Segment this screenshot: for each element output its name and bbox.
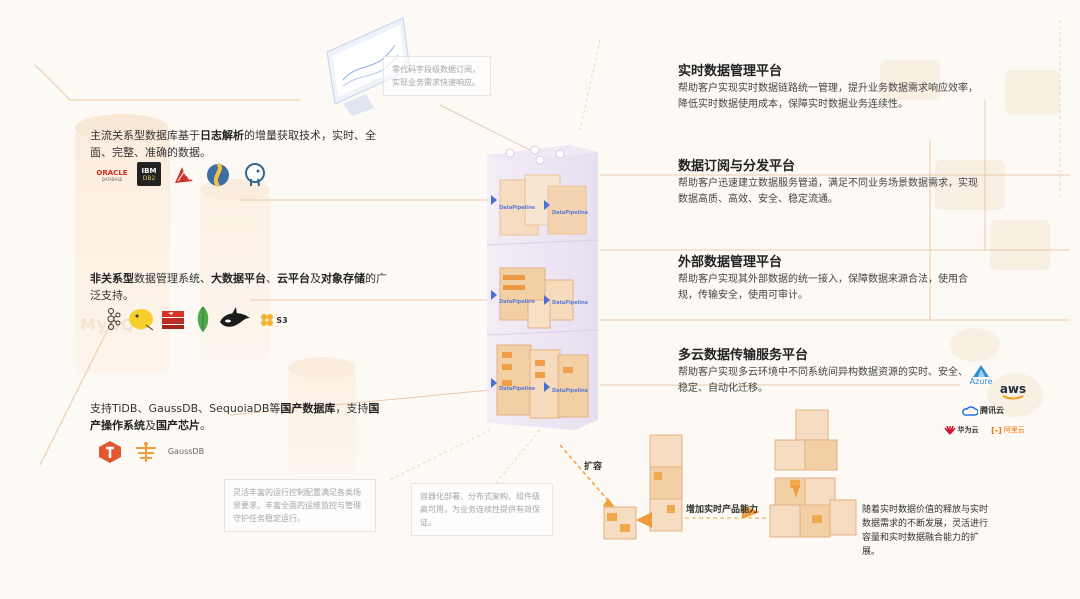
db2-label: DB2 <box>142 174 156 182</box>
left-section-nonrelational: 非关系型数据管理系统、大数据平台、云平台及对象存储的广泛支持。 <box>90 270 390 304</box>
expansion-description: 随着实时数据价值的释放与实时数据需求的不断发展，灵活进行容量和实时数据融合能力的… <box>862 505 989 557</box>
aws-icon: aws <box>998 380 1028 402</box>
text-part: ，支持 <box>335 402 369 415</box>
platform-desc: 帮助客户实现多云环境中不同系统间异构数据资源的实时、安全、稳定、自动化迁移。 <box>678 367 968 394</box>
tower-label-1b: DataPipeline <box>552 210 589 216</box>
ibm-label: IBM <box>141 166 157 175</box>
platform-desc: 帮助客户实现实时数据链路统一管理，提升业务数据需求响应效率，降低实时数据使用成本… <box>678 83 978 110</box>
platform-realtime: 实时数据管理平台 帮助客户实现实时数据链路统一管理，提升业务数据需求响应效率，降… <box>678 63 978 113</box>
text-bold: 云平台 <box>277 272 310 285</box>
mongodb-icon <box>193 304 213 334</box>
oracle-label: ORACLE <box>96 168 128 177</box>
gaussdb-icon: GaussDB <box>166 443 206 459</box>
text-part: 及 <box>145 419 156 432</box>
huawei-cloud-icon: 华为云 <box>938 423 984 437</box>
text-part: 的增量获取技术，实时、全面、完整、准确的数据。 <box>90 129 376 159</box>
orca-icon <box>218 306 252 332</box>
text-bold: 对象存储 <box>321 272 365 285</box>
redis-icon <box>160 308 186 330</box>
oracle-icon: ORACLE DATABASE <box>92 166 132 184</box>
expand-label: 扩容 <box>584 462 603 472</box>
bg-decor-right <box>880 60 1060 417</box>
text-part: 主流关系型数据库基于 <box>90 129 200 142</box>
tidb-icon <box>98 440 122 464</box>
bottom-note-mid: 容器化部署、分布式架构、组件级高可用，为业务连续性提供有效保证。 <box>411 483 553 536</box>
monitor-illustration <box>326 17 411 116</box>
sqlserver-icon <box>172 163 196 187</box>
tower-label-3a: DataPipeline <box>499 386 536 392</box>
platform-title: 多云数据传输服务平台 <box>678 348 809 363</box>
increase-capability-label: 增加实时产品能力 <box>686 505 759 515</box>
platform-title: 实时数据管理平台 <box>678 64 783 79</box>
bottom-note-left: 灵活丰富的运行控制配置满足各类场景要求，丰富全面的运维监控与管理守护任务稳定运行… <box>224 479 376 532</box>
text-part: 数据管理系统、 <box>134 272 211 285</box>
platform-external: 外部数据管理平台 帮助客户实现其外部数据的统一接入，保障数据来源合法，使用合规，… <box>678 254 978 304</box>
expansion-boxes <box>603 409 857 540</box>
text-bold: 日志解析 <box>200 129 244 142</box>
tencent-label: 腾讯云 <box>980 405 1004 415</box>
text-part: 支持TiDB、GaussDB、SequoiaDB等 <box>90 402 281 415</box>
text-bold: 国产数据库 <box>280 402 336 415</box>
s3-label: S3 <box>276 315 288 325</box>
tower-label-2a: DataPipeline <box>499 299 536 305</box>
platform-desc: 帮助客户实现其外部数据的统一接入，保障数据来源合法，使用合规，传输安全，使用可审… <box>678 274 968 301</box>
dashed-lines <box>389 20 1061 491</box>
aws-label: aws <box>999 381 1027 396</box>
tower-label-1a: DataPipeline <box>499 205 536 211</box>
tower-label-2b: DataPipeline <box>552 300 589 306</box>
tencent-cloud-icon: 腾讯云 <box>957 402 1009 418</box>
platform-title: 数据订阅与分发平台 <box>678 159 796 174</box>
s3-icon: S3 <box>257 310 291 330</box>
text-part: 、 <box>266 272 277 285</box>
left-section-domestic: 支持TiDB、GaussDB、SequoiaDB等国产数据库，支持国产操作系统及… <box>90 400 390 434</box>
sybase-icon <box>205 162 231 188</box>
platform-title: 外部数据管理平台 <box>678 255 783 270</box>
connector-lines <box>34 64 1070 466</box>
left-section-relational: 主流关系型数据库基于日志解析的增量获取技术，实时、全面、完整、准确的数据。 <box>90 127 390 161</box>
platform-multicloud: 多云数据传输服务平台 帮助客户实现多云环境中不同系统间异构数据资源的实时、安全、… <box>678 347 968 397</box>
tower-label-3b: DataPipeline <box>552 388 589 394</box>
platform-subscription: 数据订阅与分发平台 帮助客户迅速建立数据服务管道，满足不同业务场景数据需求，实现… <box>678 158 978 208</box>
aliyun-label: 阿里云 <box>1003 426 1025 434</box>
gaussdb-label: GaussDB <box>167 446 205 456</box>
oracle-sub-label: DATABASE <box>101 176 123 182</box>
text-bold: 国产芯片 <box>156 419 200 432</box>
azure-label: Azure <box>969 376 993 386</box>
central-tower <box>486 145 599 430</box>
text-part: 的广泛支持。 <box>90 272 387 302</box>
aliyun-icon: [-] 阿里云 <box>991 425 1025 435</box>
text-bold: 国产操作系统 <box>90 402 380 432</box>
sequoiadb-icon <box>132 440 160 464</box>
text-bold: 大数据平台 <box>211 272 266 285</box>
huawei-label: 华为云 <box>957 426 979 434</box>
platform-desc: 帮助客户迅速建立数据服务管道，满足不同业务场景数据需求，实现数据高质、高效、安全… <box>678 178 978 205</box>
text-part: 。 <box>200 419 211 432</box>
text-bold: 非关系型 <box>90 272 134 285</box>
top-note: 零代码字段级数据订阅，实现业务需求快速响应。 <box>383 56 491 96</box>
azure-icon: Azure <box>966 363 996 387</box>
text-part: 及 <box>310 272 321 285</box>
kafka-icon <box>100 308 122 330</box>
hadoop-icon <box>126 305 156 333</box>
postgresql-icon <box>242 162 268 188</box>
expand-arrow <box>559 444 617 510</box>
ibm-db2-icon: IBM DB2 <box>137 162 161 186</box>
